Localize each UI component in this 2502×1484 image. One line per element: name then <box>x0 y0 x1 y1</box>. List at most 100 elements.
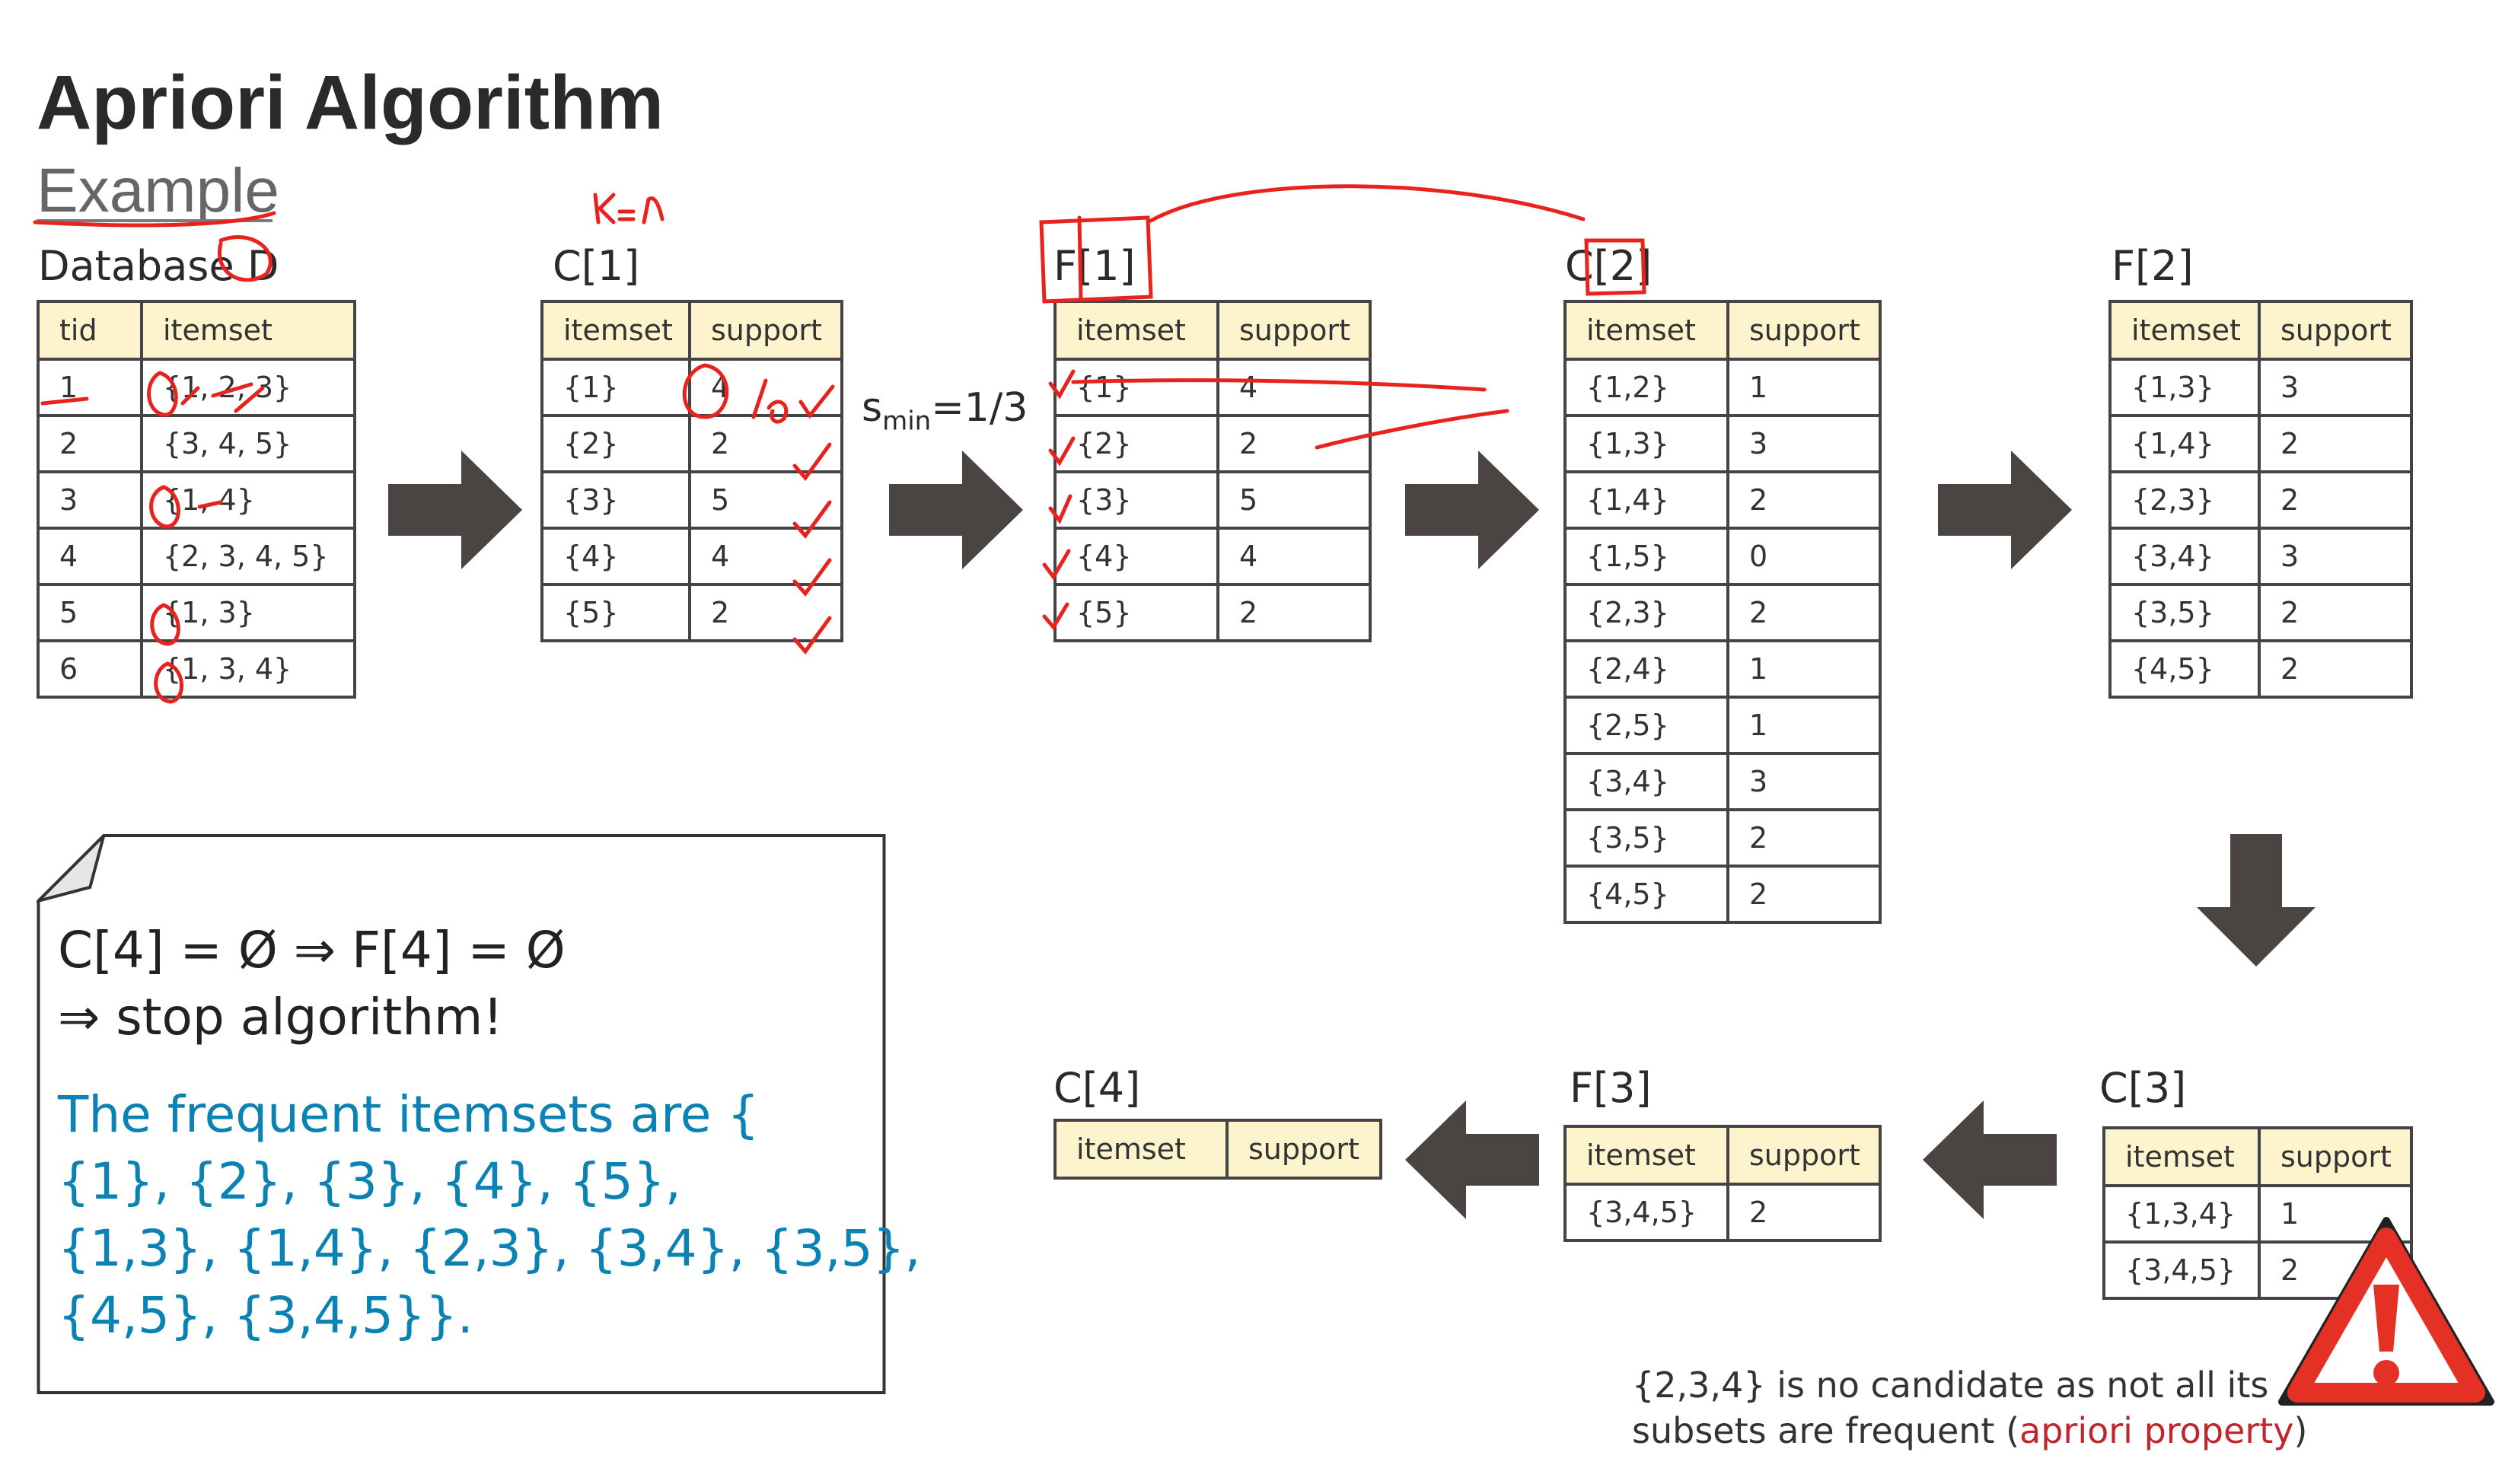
database-d-circle <box>218 235 273 282</box>
table-row: {3,4}3 <box>1563 752 1882 811</box>
frequent-itemsets-line-1: The frequent itemsets are { <box>58 1085 760 1144</box>
frequent-itemsets-line-2: {1}, {2}, {3}, {4}, {5}, <box>58 1152 681 1211</box>
table-row: {1,3,4}1 <box>2102 1184 2413 1244</box>
c4-label: C[4] <box>1053 1064 1141 1112</box>
c1-check-3 <box>792 500 832 540</box>
page-subtitle: Example <box>37 156 280 225</box>
min-support-label: smin=1/3 <box>862 385 1028 437</box>
col-header: support <box>688 300 843 361</box>
col-header: itemset <box>540 300 691 361</box>
warning-icon <box>2278 1217 2494 1406</box>
table-row: 5{1, 3} <box>37 583 356 642</box>
support-4-circle <box>682 363 729 419</box>
cell: 2 <box>1726 808 1882 868</box>
cell: 2 <box>1726 865 1882 924</box>
cell: 1 <box>1726 696 1882 755</box>
cell: {1,3} <box>2108 358 2261 417</box>
apriori-caption: {2,3,4} is no candidate as not all its s… <box>1632 1365 2308 1451</box>
table-row: {3}5 <box>540 470 843 530</box>
cell: {1,3,4} <box>2102 1184 2261 1244</box>
tid-1-mark <box>40 396 89 406</box>
table-row: {2,4}1 <box>1563 639 1882 699</box>
frequent-itemsets-line-4: {4,5}, {3,4,5}}. <box>58 1286 473 1345</box>
cell: 3 <box>2258 527 2413 586</box>
table-row: {1}4 <box>1053 358 1372 417</box>
col-header: support <box>2258 1126 2413 1187</box>
cell: 1 <box>1726 639 1882 699</box>
cell: {4,5} <box>2108 639 2261 699</box>
cell: {1, 3} <box>140 583 356 642</box>
cell: {1,3} <box>1563 414 1729 473</box>
right-arrow-icon <box>1405 451 1539 569</box>
cell: 0 <box>1726 527 1882 586</box>
right-arrow-icon <box>889 451 1023 569</box>
cell: 2 <box>1726 470 1882 530</box>
f1-check-marks <box>1042 369 1076 631</box>
note-line-1: C[4] = Ø ⇒ F[4] = Ø <box>58 921 566 979</box>
cell: 3 <box>1726 752 1882 811</box>
c1-check-1 <box>798 384 835 419</box>
frequent-itemsets-line-3: {1,3}, {1,4}, {2,3}, {3,4}, {3,5}, <box>58 1219 921 1278</box>
col-header: itemset <box>1563 1125 1729 1186</box>
cell: {3,4} <box>1563 752 1729 811</box>
table-row: 3{1, 4} <box>37 470 356 530</box>
cell: 2 <box>1726 583 1882 642</box>
table-row: {5}2 <box>540 583 843 642</box>
c1-check-2 <box>792 442 832 482</box>
row5-item-circle <box>150 603 180 646</box>
cell: 2 <box>1216 583 1372 642</box>
table-row: 1{1, 2, 3} <box>37 358 356 417</box>
table-row: {5}2 <box>1053 583 1372 642</box>
cell: 6 <box>37 639 143 699</box>
left-arrow-icon <box>1923 1100 2057 1219</box>
k-equals-1-note <box>593 193 665 225</box>
table-row: {1,2}1 <box>1563 358 1882 417</box>
cell: 3 <box>2258 358 2413 417</box>
cell: 2 <box>2258 470 2413 530</box>
cell: {2,3} <box>2108 470 2261 530</box>
col-header: itemset <box>1563 300 1729 361</box>
col-header: itemset <box>1053 300 1219 361</box>
table-row: {2,3}2 <box>1563 583 1882 642</box>
down-arrow-icon <box>2197 834 2316 967</box>
table-row: {3,4,5}2 <box>2102 1240 2413 1300</box>
cell: {1,5} <box>1563 527 1729 586</box>
table-row: {3,4,5}2 <box>1563 1183 1882 1242</box>
table-row: {1,5}0 <box>1563 527 1882 586</box>
page-title: Apriori Algorithm <box>37 60 665 145</box>
col-header: itemset <box>2102 1126 2261 1187</box>
cell: 5 <box>1216 470 1372 530</box>
f1-to-c2-curve <box>1149 184 1586 223</box>
cell: {1,4} <box>2108 414 2261 473</box>
f1-label: F[1] <box>1053 242 1136 290</box>
c1-label: C[1] <box>553 242 640 290</box>
cell: 2 <box>1726 1183 1882 1242</box>
cell: 5 <box>37 583 143 642</box>
cell: 3 <box>37 470 143 530</box>
col-header: itemset <box>2108 300 2261 361</box>
f1-row2-strike <box>1315 409 1509 450</box>
right-arrow-icon <box>388 451 522 569</box>
table-row: 2{3, 4, 5} <box>37 414 356 473</box>
col-header: support <box>1226 1119 1382 1180</box>
table-row: {1,3}3 <box>1563 414 1882 473</box>
cell: {3,5} <box>2108 583 2261 642</box>
col-header: support <box>2258 300 2413 361</box>
cell: 2 <box>2258 583 2413 642</box>
table-row: {3,5}2 <box>1563 808 1882 868</box>
cell: {5} <box>540 583 691 642</box>
six-note <box>751 378 788 424</box>
cell: {2} <box>540 414 691 473</box>
cell: {2, 3, 4, 5} <box>140 527 356 586</box>
table-row: 4{2, 3, 4, 5} <box>37 527 356 586</box>
cell: 2 <box>1216 414 1372 473</box>
row6-item-circle <box>154 661 183 704</box>
cell: {3,5} <box>1563 808 1729 868</box>
table-row: {2,5}1 <box>1563 696 1882 755</box>
c1-check-5 <box>792 616 832 655</box>
col-header: support <box>1216 300 1372 361</box>
cell: 1 <box>1726 358 1882 417</box>
cell: {2,3} <box>1563 583 1729 642</box>
